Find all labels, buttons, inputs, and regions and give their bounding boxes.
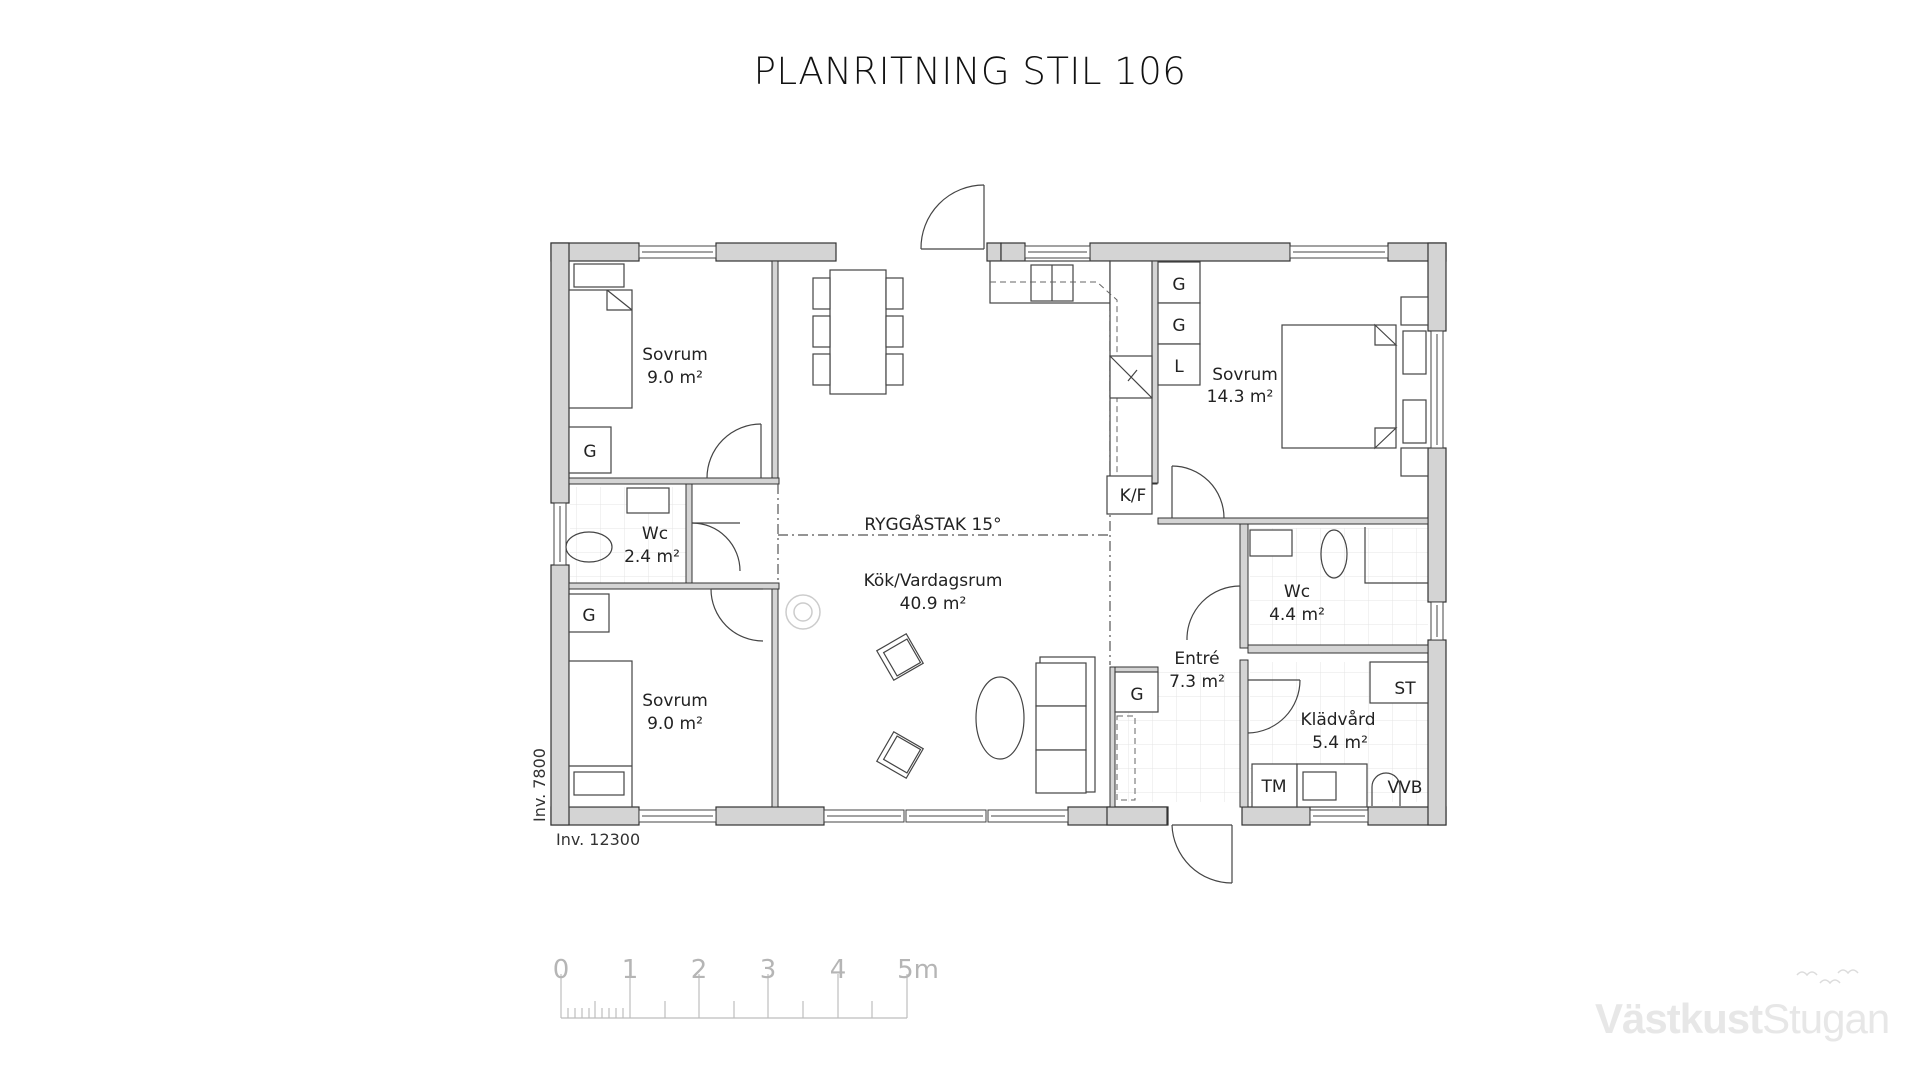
scale-tick-label: 4 [830, 955, 847, 985]
shower [1364, 527, 1428, 584]
scale-tick-label: 5m [897, 955, 939, 985]
fridge-freezer-label: K/F [1120, 486, 1147, 506]
width-dimension: Inv. 12300 [556, 830, 640, 849]
stove-fireplace [785, 594, 821, 630]
outer-walls [550, 242, 1447, 826]
toilet-wc-right [1320, 529, 1348, 579]
water-heater [1371, 772, 1401, 806]
wardrobe-label: G [1172, 316, 1185, 336]
toilet-wc-left [565, 531, 613, 563]
coffee-table [975, 676, 1025, 760]
water-heater-label: VVB [1388, 778, 1423, 798]
room-area: 2.4 m² [624, 547, 680, 567]
room-area: 9.0 m² [647, 714, 703, 734]
room-area: 40.9 m² [900, 594, 967, 614]
sink-wc-left [626, 487, 670, 514]
page-title: PLANRITNING STIL 106 [753, 50, 1187, 93]
depth-dimension: Inv. 7800 [530, 748, 549, 822]
wardrobe-tl [568, 426, 612, 474]
scale-tick-label: 0 [553, 955, 570, 985]
wardrobe-bl [568, 593, 610, 633]
bed-bottom-left [568, 660, 633, 808]
dryer [1251, 763, 1298, 808]
scale-tick-label: 2 [691, 955, 708, 985]
wardrobe-entre-label: G [1130, 685, 1143, 705]
kitchen-counter [989, 260, 1153, 480]
wardrobe-label: G [1172, 275, 1185, 295]
double-bed [1281, 296, 1429, 477]
storage [1369, 661, 1429, 704]
armchair [875, 730, 925, 780]
fridge-freezer [1106, 475, 1153, 515]
room-name: Wc [1284, 582, 1310, 602]
dryer-label: TM [1260, 777, 1286, 797]
wardrobe-tl-label: G [583, 442, 596, 462]
logo-light: Stugan [1762, 995, 1890, 1042]
bed-top-left [568, 263, 633, 409]
brand-logo: VästkustStugan [1595, 995, 1890, 1043]
doors[interactable] [691, 184, 1301, 884]
room-area: 7.3 m² [1169, 672, 1225, 692]
shoe-rack [1116, 715, 1136, 801]
storage-label: ST [1394, 679, 1416, 699]
wardrobe-bl-label: G [582, 606, 595, 626]
linen-label: L [1174, 357, 1184, 377]
sink-wc-right [1249, 529, 1293, 557]
room-name: Sovrum [642, 691, 708, 711]
room-name: Wc [642, 524, 668, 544]
room-name: Sovrum [642, 345, 708, 365]
room-area: 5.4 m² [1312, 733, 1368, 753]
birds-icon [1796, 969, 1859, 985]
scale-tick-label: 3 [760, 955, 777, 985]
wardrobes-master [1157, 261, 1201, 386]
armchair [875, 632, 925, 682]
scale-bar [560, 974, 908, 1019]
room-name: Sovrum [1212, 365, 1278, 385]
sofa [1035, 656, 1096, 794]
room-name: Entré [1174, 649, 1219, 669]
wardrobe-entre [1114, 671, 1159, 713]
room-name: Kök/Vardagsrum [864, 571, 1003, 591]
room-area: 14.3 m² [1207, 387, 1274, 407]
room-area: 4.4 m² [1269, 605, 1325, 625]
dining-table [812, 269, 904, 395]
logo-bold: Västkust [1595, 995, 1763, 1042]
room-area: 9.0 m² [647, 368, 703, 388]
scale-tick-label: 1 [622, 955, 639, 985]
room-name: Klädvård [1300, 709, 1375, 730]
windows [553, 245, 1444, 823]
roof-note: RYGGÅSTAK 15° [864, 513, 1001, 535]
